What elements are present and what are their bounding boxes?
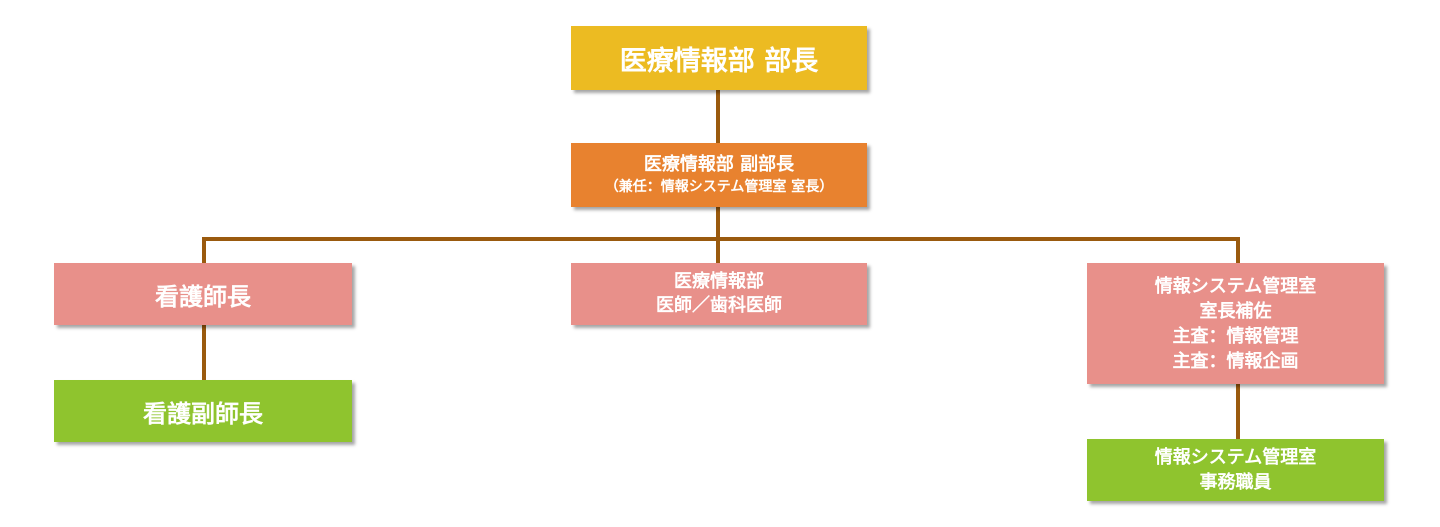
node-label: 事務職員 xyxy=(1199,472,1272,493)
connector-head-vice xyxy=(716,90,720,143)
node-ism-staff: 情報システム管理室 事務職員 xyxy=(1087,439,1384,501)
node-label: 医療情報部 部長 xyxy=(619,45,819,77)
node-deputy-head: 医療情報部 副部長 （兼任：情報システム管理室 室長） xyxy=(571,143,867,207)
node-label: 医師／歯科医師 xyxy=(656,295,782,316)
node-label: 医療情報部 副部長 xyxy=(643,154,795,175)
connector-vice-doctors xyxy=(716,207,720,263)
node-ism-office: 情報システム管理室 室長補佐 主査：情報管理 主査：情報企画 xyxy=(1087,263,1384,384)
node-label: 情報システム管理室 xyxy=(1154,447,1317,468)
node-label: 看護師長 xyxy=(155,282,251,311)
node-department-head: 医療情報部 部長 xyxy=(571,26,867,90)
node-label: 情報システム管理室 xyxy=(1154,275,1317,297)
node-sublabel: （兼任：情報システム管理室 室長） xyxy=(604,179,834,195)
node-label: 室長補佐 xyxy=(1199,300,1272,322)
node-vice-nurse-chief: 看護副師長 xyxy=(54,380,352,442)
node-label: 看護副師長 xyxy=(143,399,263,428)
node-doctors: 医療情報部 医師／歯科医師 xyxy=(571,263,867,325)
node-label: 主査：情報企画 xyxy=(1172,350,1299,372)
connector-nurse-chief-vice-nurse xyxy=(202,325,206,380)
connector-ism-office-staff xyxy=(1236,384,1240,439)
connector-horizontal-branch xyxy=(202,237,1240,241)
connector-branch-ism-office xyxy=(1236,237,1240,263)
node-nurse-chief: 看護師長 xyxy=(54,263,352,325)
connector-branch-nurse-chief xyxy=(202,237,206,263)
node-label: 医療情報部 xyxy=(674,271,764,292)
node-label: 主査：情報管理 xyxy=(1172,325,1299,347)
